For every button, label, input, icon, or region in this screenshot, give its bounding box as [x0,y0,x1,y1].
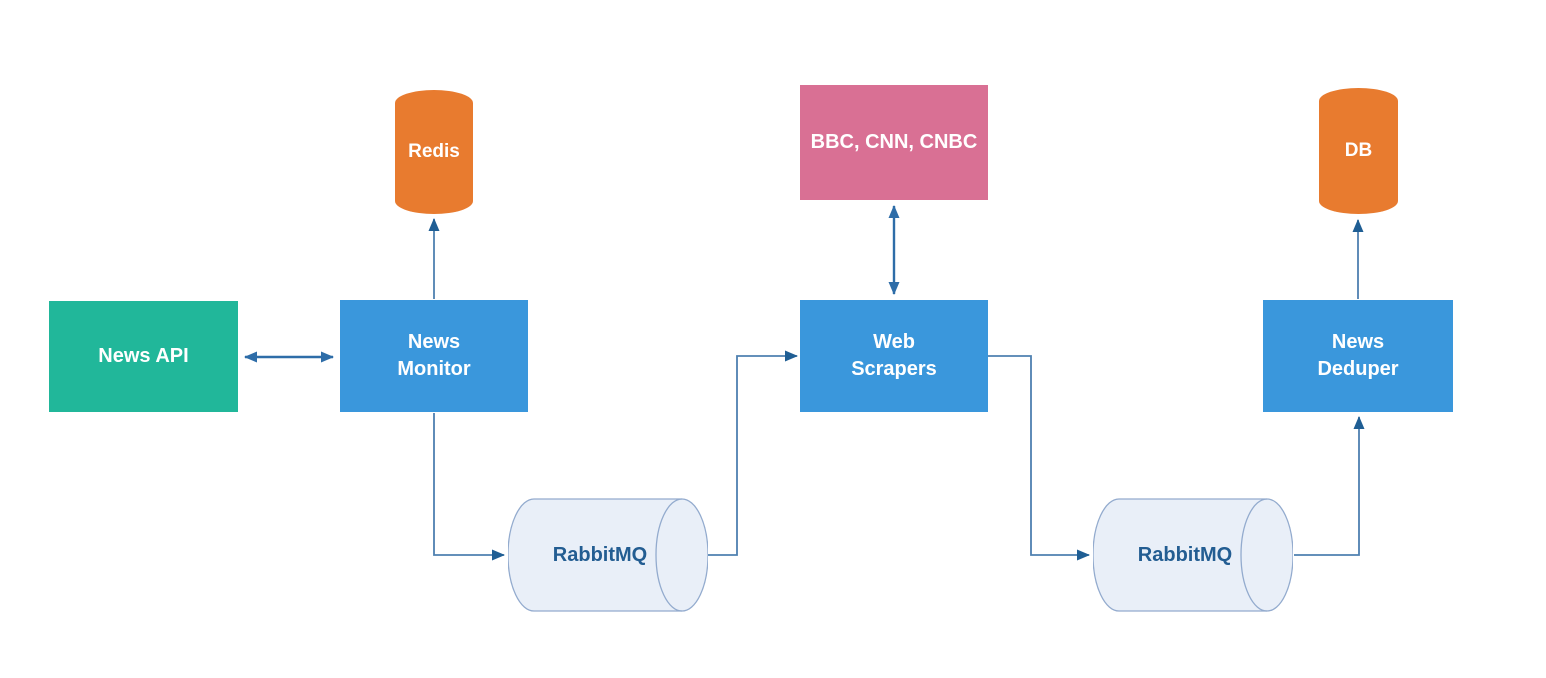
node-redis-label: Redis [408,141,460,162]
database-cylinder-icon [1319,88,1398,214]
node-redis: Redis [395,90,473,214]
node-db: DB [1319,88,1398,214]
node-news-monitor: News Monitor [340,300,528,412]
node-rabbitmq-left: RabbitMQ [508,498,708,612]
node-db-label: DB [1344,140,1373,161]
node-news-sources-label: BBC, CNN, CNBC [810,131,978,153]
node-rabbitmq-right-label: RabbitMQ [1137,543,1233,566]
queue-cylinder-icon [508,498,708,612]
node-rabbitmq-left-label: RabbitMQ [552,543,648,566]
node-news-api-label: News API [98,345,189,367]
node-rabbitmq-right: RabbitMQ [1093,498,1293,612]
node-news-deduper: News Deduper [1263,300,1453,412]
node-news-deduper-label: News Deduper [1317,331,1399,380]
node-web-scrapers: Web Scrapers [800,300,988,412]
node-news-api: News API [49,301,238,412]
queue-cylinder-icon [1093,498,1293,612]
node-news-sources: BBC, CNN, CNBC [800,85,988,200]
edge-news-monitor-rabbitmq-left [433,413,505,561]
edge-rabbitmq-left-web-scrapers [708,350,798,556]
edge-web-scrapers-rabbitmq-right [988,355,1090,561]
node-news-monitor-label: News Monitor [397,331,471,380]
node-web-scrapers-label: Web Scrapers [851,331,937,380]
database-cylinder-icon [395,90,473,214]
edge-rabbitmq-right-news-deduper [1294,416,1365,556]
